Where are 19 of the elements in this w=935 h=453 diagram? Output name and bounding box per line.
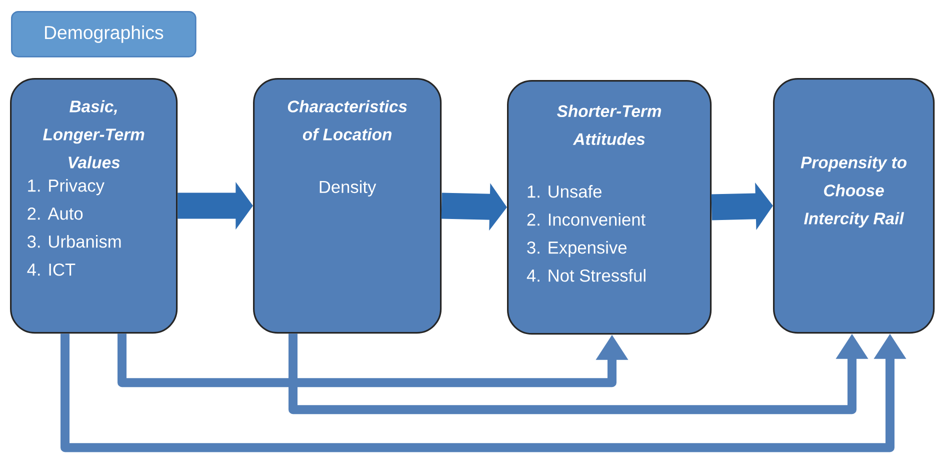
box-heading: Characteristics of Location bbox=[288, 100, 407, 140]
process-box bbox=[10, 78, 178, 334]
list-item: 1. Privacy bbox=[28, 179, 104, 196]
process-box bbox=[773, 78, 935, 334]
list-item: 4. Not Stressful bbox=[526, 269, 646, 282]
list-item: Density bbox=[320, 180, 376, 197]
box-label: Demographics bbox=[45, 25, 164, 43]
list-item: 3. Expensive bbox=[527, 241, 627, 258]
list-item: 2. Auto bbox=[28, 207, 83, 220]
box-heading: Propensity to Choose Intercity Rail bbox=[800, 156, 906, 228]
list-item: 1. Unsafe bbox=[528, 185, 602, 198]
category-box bbox=[11, 11, 196, 58]
list-item: 4. ICT bbox=[27, 263, 76, 276]
list-item: 2. Inconvenient bbox=[527, 213, 646, 226]
process-box bbox=[253, 78, 442, 334]
list-item: 3. Urbanism bbox=[27, 235, 121, 248]
box-heading: Shorter-Term Attitudes bbox=[557, 104, 662, 146]
process-box bbox=[507, 80, 712, 335]
box-heading: Basic, Longer-Term Values bbox=[43, 100, 144, 168]
